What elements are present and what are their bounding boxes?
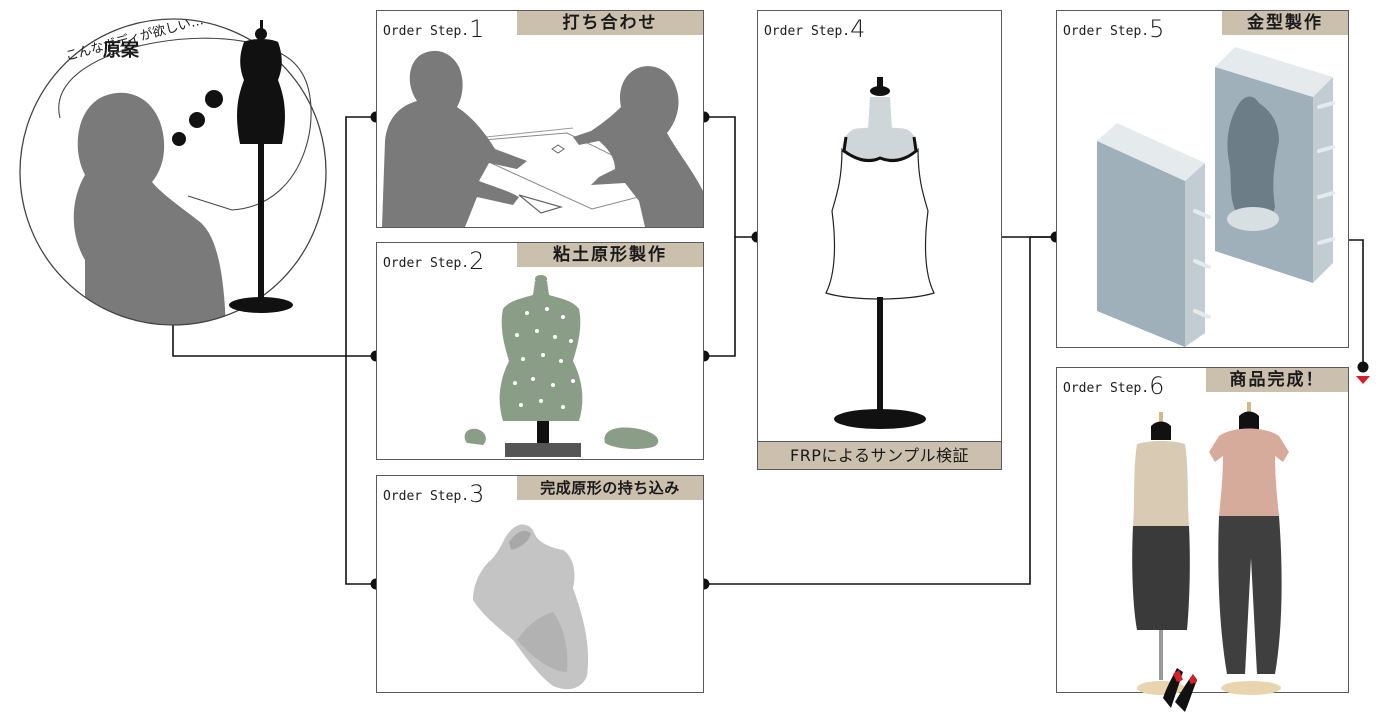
step-card-3: Order Step.3 完成原形の持ち込み — [376, 475, 704, 693]
mold-cavity — [1227, 96, 1279, 223]
step-number: 1 — [469, 15, 485, 43]
step-number: 5 — [1149, 15, 1165, 43]
arrow-into-step6 — [1356, 376, 1370, 384]
connector-dot — [1357, 361, 1369, 373]
idea-title: 原案 — [103, 40, 139, 61]
step-label: Order Step.4 — [764, 15, 865, 43]
step-label: Order Step.1 — [383, 15, 484, 43]
step-card-6: Order Step.6 商品完成！ — [1056, 367, 1349, 712]
step-prefix: Order Step. — [383, 489, 470, 504]
dress-form-icon — [229, 20, 293, 313]
step-number: 6 — [1149, 372, 1165, 400]
designer-silhouette — [382, 50, 527, 227]
step-caption: FRPによるサンプル検証 — [758, 441, 1001, 469]
step-number: 2 — [469, 247, 485, 275]
camisole-top — [1133, 441, 1189, 526]
diamond-sketch — [551, 144, 565, 154]
step-label: Order Step.3 — [383, 480, 484, 508]
step-card-1: Order Step.1 打ち合わせ — [376, 10, 704, 228]
mannequin-pants-outfit — [1209, 402, 1289, 695]
step-title: 金型製作 — [1222, 11, 1348, 35]
connector-idea-to-step2 — [172, 313, 376, 357]
step-prefix: Order Step. — [1063, 24, 1150, 39]
step-card-4: Order Step.4 FRPによるサンプル検証 — [757, 10, 1002, 470]
idea-circle — [19, 18, 327, 326]
step-prefix: Order Step. — [1063, 381, 1150, 396]
step-prefix: Order Step. — [764, 24, 851, 39]
step-title: 打ち合わせ — [517, 11, 703, 35]
frp-sample-illustration — [825, 77, 935, 429]
thought-dots — [172, 90, 223, 146]
step-card-2: Order Step.2 粘土原形製作 — [376, 242, 704, 460]
step-title: 粘土原形製作 — [517, 243, 703, 267]
finished-product-illustration — [1132, 402, 1289, 712]
connector-bus-left — [345, 116, 376, 585]
clay-lump — [464, 428, 486, 445]
mold-half-back — [1215, 47, 1335, 283]
tshirt-top — [1209, 428, 1289, 516]
mannequin-skirt-outfit — [1132, 412, 1190, 695]
step-prefix: Order Step. — [383, 24, 470, 39]
pencil-skirt — [1132, 526, 1190, 630]
thought-cloud — [58, 37, 312, 211]
trousers — [1218, 516, 1282, 674]
idea-illustration — [19, 18, 327, 326]
stand-post — [537, 421, 549, 443]
high-heels — [1163, 668, 1197, 712]
step-number: 3 — [469, 480, 485, 508]
stand-base — [505, 443, 581, 457]
step-label: Order Step.6 — [1063, 372, 1164, 400]
connector-step5-to-step6 — [1349, 239, 1364, 367]
thinking-person-silhouette — [73, 92, 226, 325]
sample-dress — [825, 147, 935, 300]
prototype-torso — [473, 524, 589, 690]
step-title: 完成原形の持ち込み — [517, 476, 703, 500]
clay-points — [513, 307, 575, 409]
dress-straps — [842, 136, 918, 163]
mannequin-cap — [870, 86, 890, 96]
step-card-5: Order Step.5 金型製作 — [1056, 10, 1349, 348]
stand-base — [834, 409, 926, 429]
step-prefix: Order Step. — [383, 256, 470, 271]
step-title: 商品完成！ — [1206, 368, 1348, 392]
set-square — [518, 194, 564, 214]
mannequin-neck — [868, 97, 892, 129]
clay-lump — [604, 427, 659, 450]
mold-half-front — [1097, 123, 1211, 347]
connector-step2-to-step4 — [704, 237, 736, 357]
client-silhouette — [573, 66, 703, 227]
step-label: Order Step.2 — [383, 247, 484, 275]
step-label: Order Step.5 — [1063, 15, 1164, 43]
clay-prototype-illustration — [464, 275, 659, 457]
meeting-illustration — [382, 50, 703, 227]
mold-illustration — [1097, 47, 1335, 347]
step-number: 4 — [850, 15, 866, 43]
stand-pole — [877, 297, 883, 415]
finished-prototype-illustration — [473, 524, 589, 690]
connector-step1-to-step4 — [704, 116, 757, 238]
